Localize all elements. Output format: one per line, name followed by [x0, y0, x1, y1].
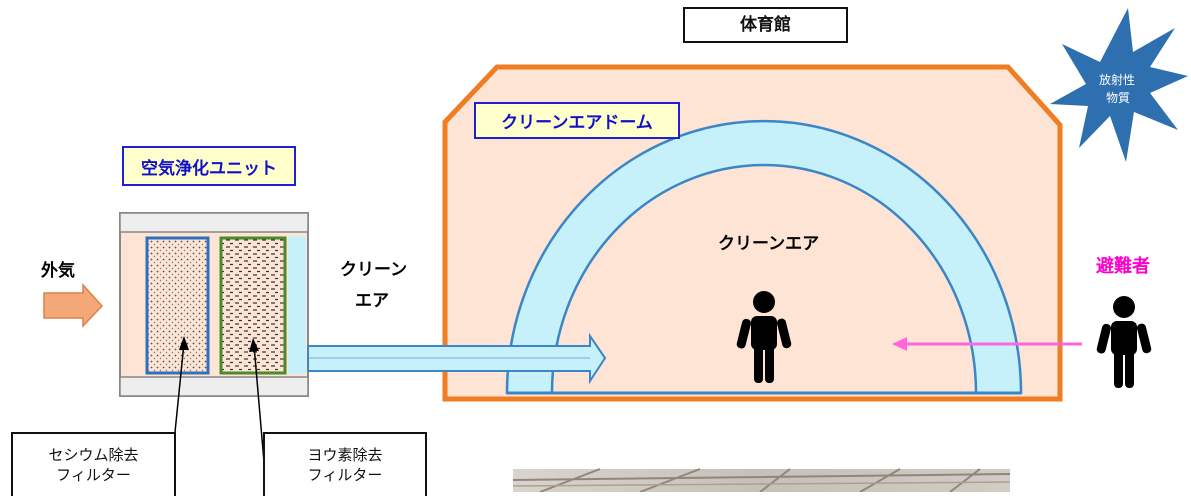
clean-air-pipe-label-line1: クリーン [340, 260, 408, 280]
clean-air-dome-label: クリーンエアドーム [474, 102, 680, 139]
radioactive-material-star [1050, 8, 1188, 162]
air-purifier-unit [119, 212, 309, 397]
radioactive-material-label-line2: 物質 [1106, 91, 1131, 105]
cesium-filter [145, 236, 210, 375]
cesium-filter-label-line2: フィルター [56, 466, 131, 484]
gymnasium-title: 体育館 [683, 7, 848, 43]
iodine-filter-label-line2: フィルター [307, 466, 383, 484]
clean-air-dome [505, 119, 1023, 395]
outside-air-label: 外気 [41, 261, 75, 281]
evacuee-person-icon [1096, 296, 1152, 388]
air-purifier-unit-label: 空気浄化ユニット [122, 146, 296, 186]
evacuee-label: 避難者 [1096, 256, 1150, 277]
iodine-filter-label-line1: ヨウ素除去 [307, 446, 383, 464]
clean-air-inside-label: クリーンエア [718, 234, 820, 254]
iodine-filter-label: ヨウ素除去 フィルター [263, 432, 427, 496]
radioactive-material-label-line1: 放射性 [1099, 73, 1136, 87]
gymnasium-building [442, 64, 1063, 402]
clean-air-pipe-label-line2: エア [355, 291, 389, 311]
person-inside-icon [736, 291, 792, 383]
outside-air-arrow [43, 283, 104, 328]
cesium-filter-label: セシウム除去 フィルター [11, 432, 176, 496]
gymnasium-photo [512, 468, 1011, 493]
cesium-filter-label-line1: セシウム除去 [48, 446, 139, 464]
iodine-pointer-arrow [253, 344, 265, 463]
iodine-filter [219, 236, 287, 375]
